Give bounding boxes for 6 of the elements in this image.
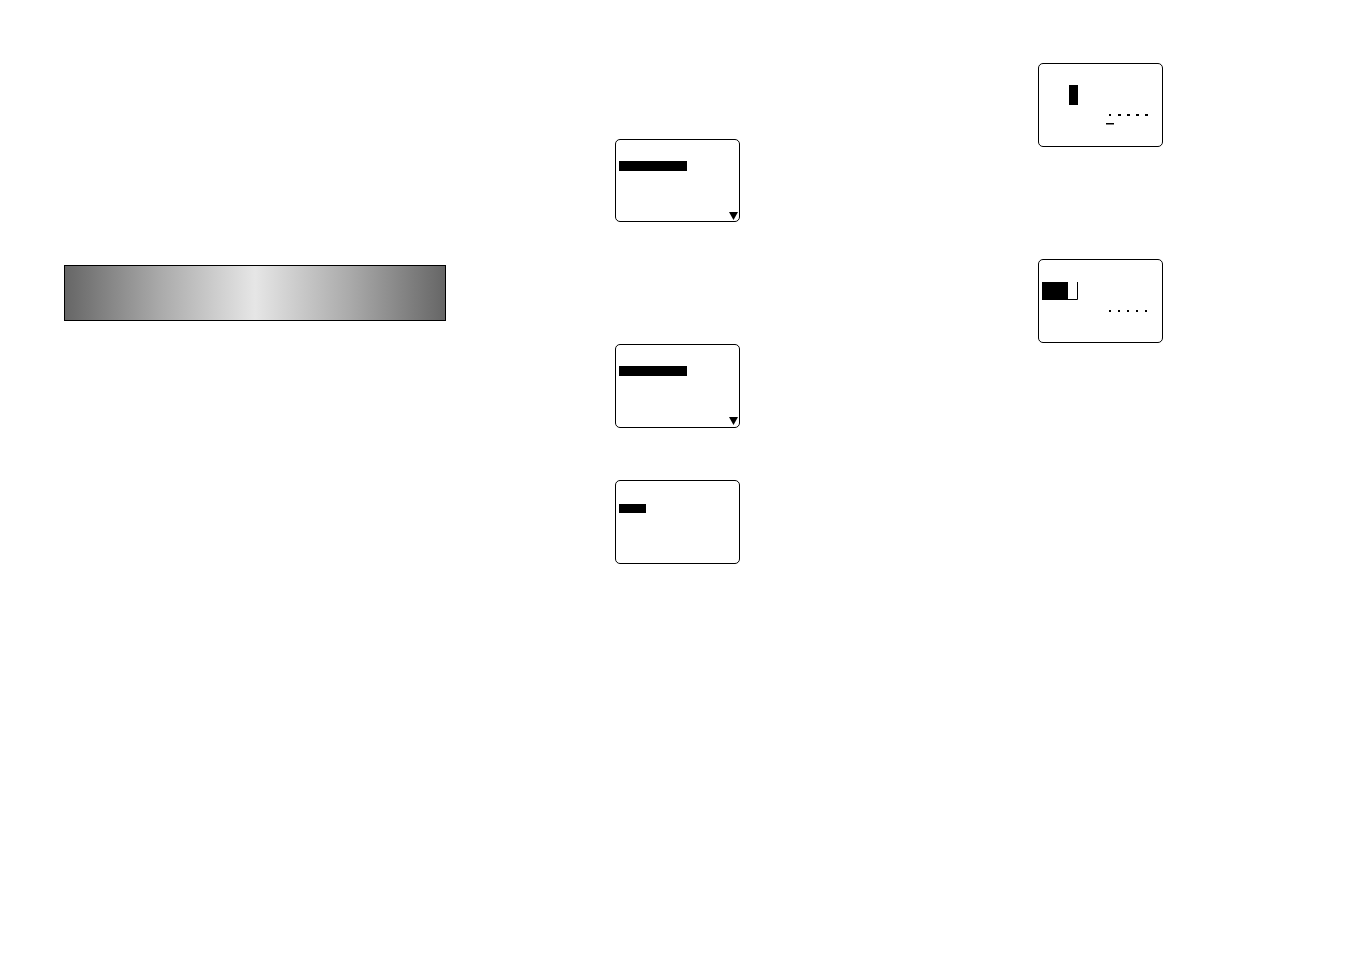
lcd-screen xyxy=(1038,259,1163,343)
lcd-screen xyxy=(615,139,740,222)
lcd-screen xyxy=(615,480,740,564)
gradient-banner xyxy=(64,265,446,321)
lcd-screen xyxy=(615,344,740,428)
lcd-screen xyxy=(1038,63,1163,147)
